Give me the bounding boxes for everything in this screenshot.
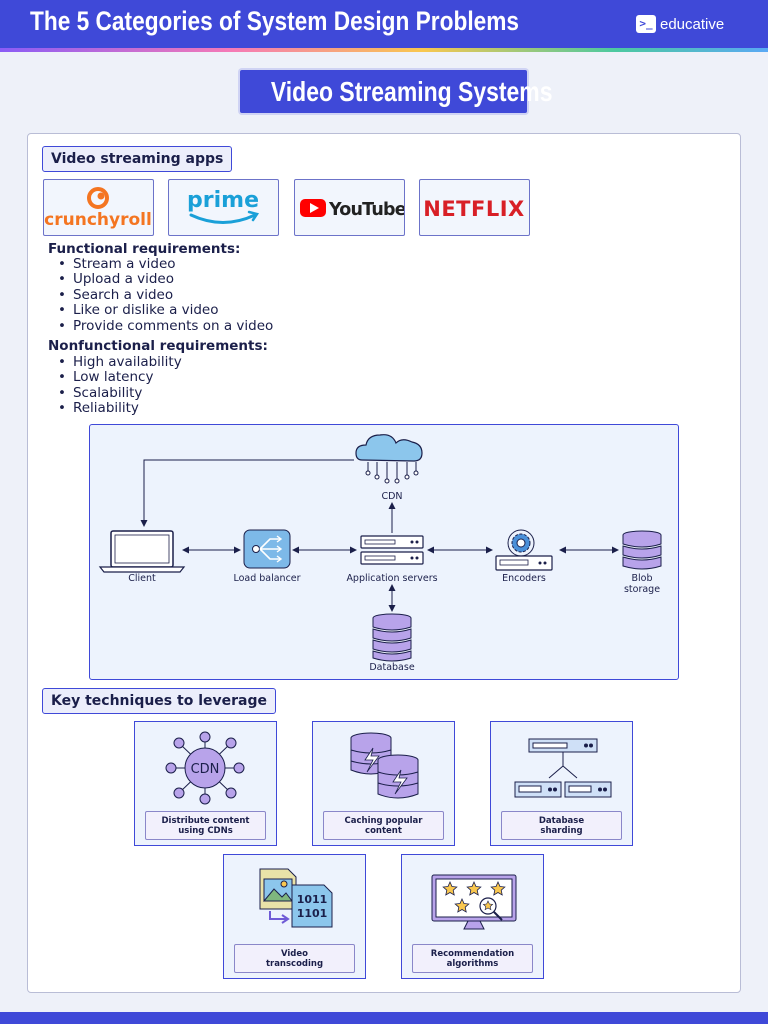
cdn-label: CDN — [381, 491, 403, 502]
app-servers-label: Application servers — [346, 573, 438, 584]
binary-text-line2: 1101 — [297, 907, 328, 920]
brand-name: educative — [660, 15, 725, 33]
encoder-gear-icon — [495, 529, 553, 571]
list-item: Reliability — [58, 400, 182, 416]
technique-sharding: Database sharding — [490, 721, 633, 846]
prime-smile-icon — [189, 213, 257, 224]
technique-recommendation: Recommendation algorithms — [401, 854, 544, 979]
technique-caching: Caching popular content — [312, 721, 455, 846]
brand[interactable]: >_ educative — [636, 15, 724, 33]
laptop-icon — [98, 530, 186, 573]
database-icon — [622, 530, 662, 570]
youtube-logo: YouTube — [294, 179, 405, 236]
netflix-logo-text: NETFLIX — [423, 197, 524, 221]
list-item: Scalability — [58, 385, 182, 401]
technique-transcoding: 1011 1101 Video transcoding — [223, 854, 366, 979]
blob-label-line2: storage — [623, 584, 661, 595]
prime-logo: prime — [168, 179, 279, 236]
list-item: High availability — [58, 354, 182, 370]
architecture-diagram: CDN Client Load balancer Application ser… — [89, 424, 679, 680]
list-item: Low latency — [58, 369, 182, 385]
nonfunctional-heading: Nonfunctional requirements: — [48, 338, 268, 354]
list-item: Stream a video — [58, 256, 273, 272]
load-balancer-label: Load balancer — [233, 573, 301, 584]
netflix-logo: NETFLIX — [419, 179, 530, 236]
technique-label: Database sharding — [501, 811, 622, 840]
client-label: Client — [128, 573, 156, 584]
database-label: Database — [369, 662, 415, 673]
header-stripe — [0, 48, 768, 52]
list-item: Upload a video — [58, 271, 273, 287]
section-title: Video Streaming Systems — [240, 70, 552, 113]
transcoding-icon: 1011 1101 — [259, 868, 333, 928]
page-title: The 5 Categories of System Design Proble… — [30, 6, 520, 36]
technique-label: Recommendation algorithms — [412, 944, 533, 973]
cache-database-icon — [350, 732, 419, 799]
nonfunctional-list: High availability Low latency Scalabilit… — [58, 354, 182, 417]
binary-text-line1: 1011 — [297, 893, 328, 906]
list-item: Search a video — [58, 287, 273, 303]
database-icon — [372, 613, 412, 662]
technique-label: Caching popular content — [323, 811, 444, 840]
cdn-icon-text: CDN — [191, 762, 220, 777]
sharding-icon — [514, 738, 612, 798]
list-item: Provide comments on a video — [58, 318, 273, 334]
footer-bar — [0, 1012, 768, 1024]
technique-label: Distribute content using CDNs — [145, 811, 266, 840]
encoders-label: Encoders — [502, 573, 546, 584]
technique-label: Video transcoding — [234, 944, 355, 973]
cdn-network-icon: CDN — [165, 731, 245, 805]
crunchyroll-logo: crunchyroll — [43, 179, 154, 236]
apps-heading: Video streaming apps — [42, 146, 233, 172]
server-icon — [360, 535, 424, 565]
cdn-to-client-arrow — [140, 459, 354, 527]
list-item: Like or dislike a video — [58, 302, 273, 318]
youtube-logo-text: YouTube — [328, 200, 404, 220]
load-balancer-icon — [243, 529, 291, 569]
terminal-logo-icon: >_ — [636, 15, 656, 33]
prime-logo-text: prime — [187, 188, 259, 213]
recommendation-icon — [431, 874, 517, 930]
techniques-heading: Key techniques to leverage — [42, 688, 276, 714]
technique-cdn: CDN Distribute content using CDNs — [134, 721, 277, 846]
cloud-icon — [355, 434, 423, 484]
blob-label-line1: Blob — [631, 573, 653, 584]
functional-list: Stream a video Upload a video Search a v… — [58, 256, 273, 334]
functional-heading: Functional requirements: — [48, 241, 241, 257]
header-bar: The 5 Categories of System Design Proble… — [0, 0, 768, 48]
crunchyroll-logo-text: crunchyroll — [44, 210, 152, 230]
